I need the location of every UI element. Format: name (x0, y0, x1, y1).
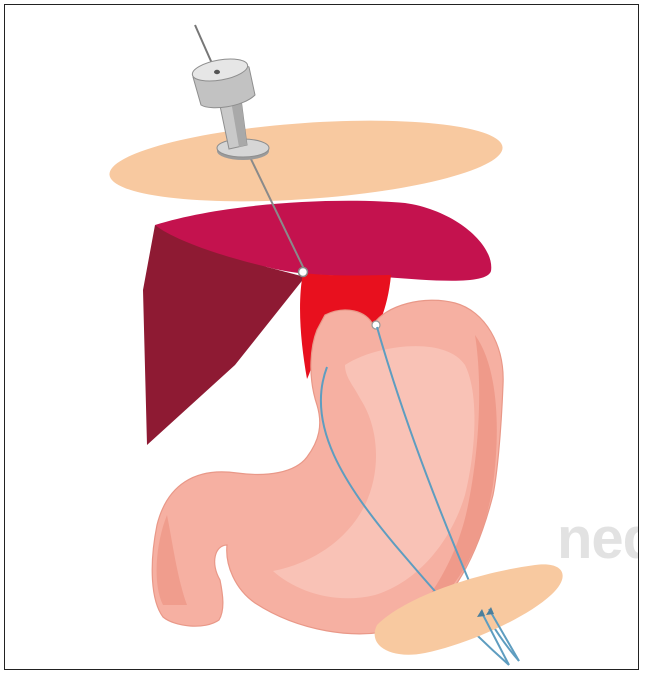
abdominal-wall-upper (107, 109, 505, 212)
watermark-text: nedi (557, 505, 639, 572)
gastric-entry-point (372, 321, 380, 329)
figure-frame: nedi (4, 4, 639, 670)
gastrostomy-illustration (5, 5, 639, 670)
puncture-point (299, 268, 308, 277)
